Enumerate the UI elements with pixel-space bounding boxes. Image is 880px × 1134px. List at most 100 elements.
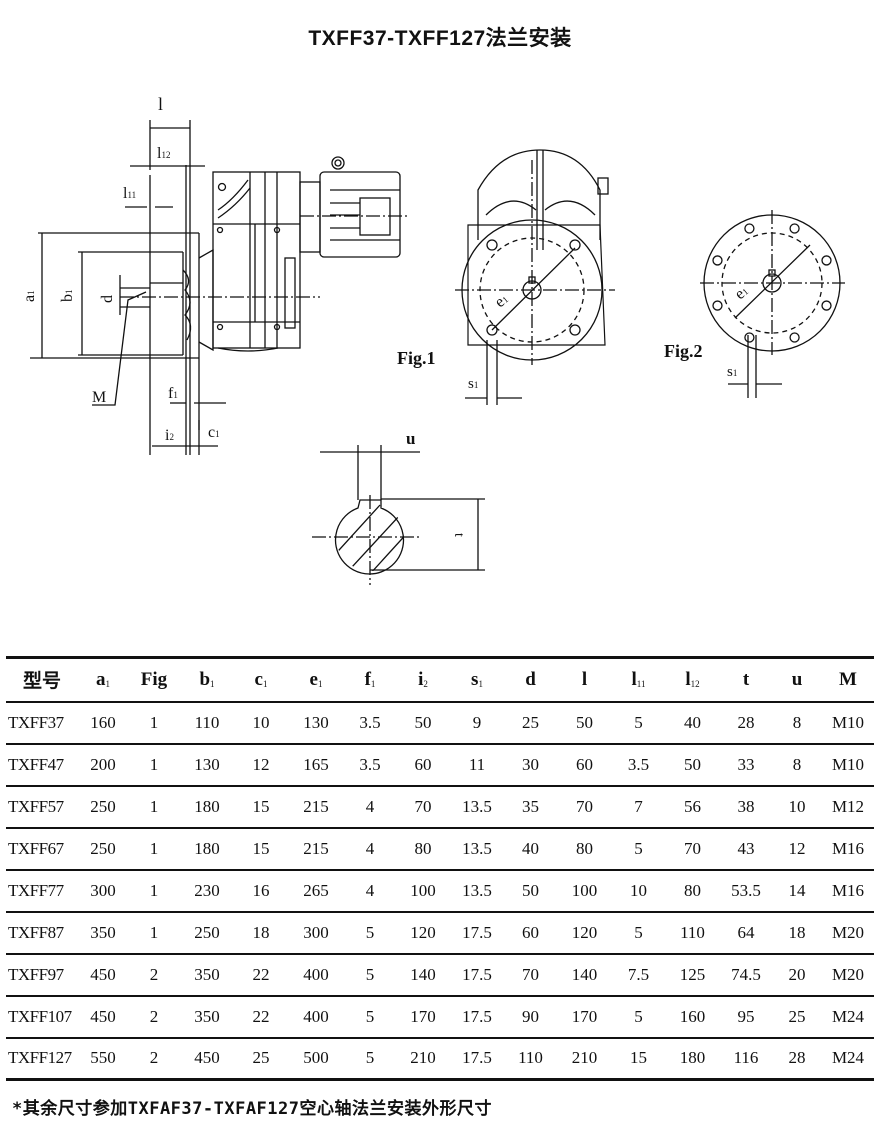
table-cell: 38 bbox=[737, 796, 755, 816]
table-cell: 70 bbox=[522, 964, 539, 984]
table-cell: 12 bbox=[788, 838, 806, 858]
column-header: l12 bbox=[665, 658, 720, 702]
front-view-fig1-labels: e1 s1 bbox=[468, 291, 512, 392]
svg-text:a1: a1 bbox=[21, 290, 38, 302]
table-cell: 28 bbox=[737, 712, 755, 732]
table-cell: 450 bbox=[90, 964, 116, 984]
label-l11: l bbox=[123, 185, 128, 202]
table-cell: 80 bbox=[414, 838, 432, 858]
table-cell: 17.5 bbox=[462, 1048, 492, 1068]
table-cell: 3.5 bbox=[359, 712, 381, 732]
table-cell: 5 bbox=[365, 922, 375, 942]
table-cell: 100 bbox=[571, 880, 598, 900]
table-cell: 300 bbox=[303, 922, 329, 942]
table-cell: 125 bbox=[679, 964, 706, 984]
column-header: l bbox=[557, 658, 612, 702]
column-header-label: l bbox=[581, 668, 588, 690]
column-header-subscript: 1 bbox=[105, 678, 111, 689]
table-cell: M16 bbox=[831, 880, 865, 900]
table-cell: 110 bbox=[680, 922, 705, 942]
table-cell: 210 bbox=[410, 1048, 436, 1068]
model-cell: TXFF57 bbox=[8, 796, 64, 816]
column-header-subscript: 1 bbox=[262, 678, 268, 689]
table-cell: 60 bbox=[576, 754, 593, 774]
table-cell: 50 bbox=[576, 712, 593, 732]
table-cell: 9 bbox=[472, 712, 482, 732]
label-m: M bbox=[92, 389, 106, 406]
table-cell: 22 bbox=[252, 964, 270, 984]
table-cell: 10 bbox=[630, 880, 647, 900]
table-cell: 13.5 bbox=[462, 796, 492, 816]
table-cell: 5 bbox=[634, 712, 643, 732]
column-header: Fig bbox=[128, 658, 180, 702]
svg-text:i2: i2 bbox=[165, 427, 174, 444]
table-cell: 350 bbox=[90, 922, 116, 942]
table-cell: 215 bbox=[303, 796, 329, 816]
table-cell: 28 bbox=[788, 1048, 806, 1068]
table-cell: 8 bbox=[792, 712, 802, 732]
table-cell: 3.5 bbox=[359, 754, 381, 774]
table-cell: 80 bbox=[684, 880, 701, 900]
model-cell: TXFF87 bbox=[8, 922, 64, 942]
table-cell: 70 bbox=[684, 838, 701, 858]
table-cell: 230 bbox=[194, 880, 220, 900]
table-cell: 50 bbox=[414, 712, 432, 732]
table-cell: 130 bbox=[194, 754, 220, 774]
column-header-subscript: 2 bbox=[423, 678, 428, 689]
table-cell: 350 bbox=[194, 1006, 220, 1026]
column-header-label: b bbox=[199, 668, 211, 690]
table-cell: M24 bbox=[831, 1006, 865, 1026]
table-cell: 7 bbox=[634, 796, 643, 816]
bolt-hole bbox=[821, 300, 832, 311]
table-cell: 5 bbox=[634, 1006, 643, 1026]
table-cell: 550 bbox=[90, 1048, 116, 1068]
table-cell: 64 bbox=[737, 922, 755, 942]
column-header-subscript: 11 bbox=[636, 678, 646, 689]
table-cell: 160 bbox=[90, 712, 116, 732]
table-cell: 13.5 bbox=[462, 838, 492, 858]
column-header-label: 型号 bbox=[22, 671, 61, 693]
table-cell: 15 bbox=[252, 838, 270, 858]
model-cell: TXFF127 bbox=[8, 1048, 72, 1068]
table-cell: 5 bbox=[365, 1048, 375, 1068]
table-cell: 170 bbox=[410, 1006, 436, 1026]
table-cell: 120 bbox=[571, 922, 598, 942]
label-fig1: Fig.1 bbox=[397, 348, 436, 368]
label-fig2: Fig.2 bbox=[664, 341, 703, 361]
table-cell: 2 bbox=[149, 964, 159, 984]
label-l12: l bbox=[157, 145, 162, 162]
bolt-hole bbox=[789, 223, 800, 234]
table-cell: 10 bbox=[252, 712, 270, 732]
table-cell: 5 bbox=[365, 1006, 375, 1026]
svg-text:s1: s1 bbox=[727, 364, 737, 380]
column-header-label: t bbox=[742, 668, 750, 690]
svg-text:l12: l12 bbox=[157, 145, 170, 162]
table-cell: 116 bbox=[733, 1048, 759, 1068]
svg-text:l11: l11 bbox=[123, 185, 136, 202]
table-cell: 400 bbox=[303, 964, 329, 984]
table-cell: 18 bbox=[788, 922, 806, 942]
footnote: *其余尺寸参加TXFAF37-TXFAF127空心轴法兰安装外形尺寸 bbox=[12, 1099, 492, 1119]
column-header-label: l bbox=[685, 668, 691, 690]
column-header-subscript: 1 bbox=[317, 678, 323, 689]
bolt-hole bbox=[789, 332, 800, 343]
table-cell: 50 bbox=[684, 754, 701, 774]
table-cell: 1 bbox=[149, 754, 159, 774]
table-cell: 200 bbox=[90, 754, 116, 774]
label-c1: c bbox=[208, 424, 215, 441]
table-cell: 160 bbox=[679, 1006, 706, 1026]
table-cell: 25 bbox=[788, 1006, 806, 1026]
table-cell: 1 bbox=[149, 796, 159, 816]
svg-text:e1: e1 bbox=[492, 291, 512, 311]
table-cell: 8 bbox=[792, 754, 802, 774]
table-cell: 74.5 bbox=[731, 964, 761, 984]
table-cell: 120 bbox=[410, 922, 436, 942]
table-cell: 265 bbox=[303, 880, 329, 900]
column-header-label: c bbox=[254, 668, 263, 690]
table-cell: 40 bbox=[522, 838, 539, 858]
